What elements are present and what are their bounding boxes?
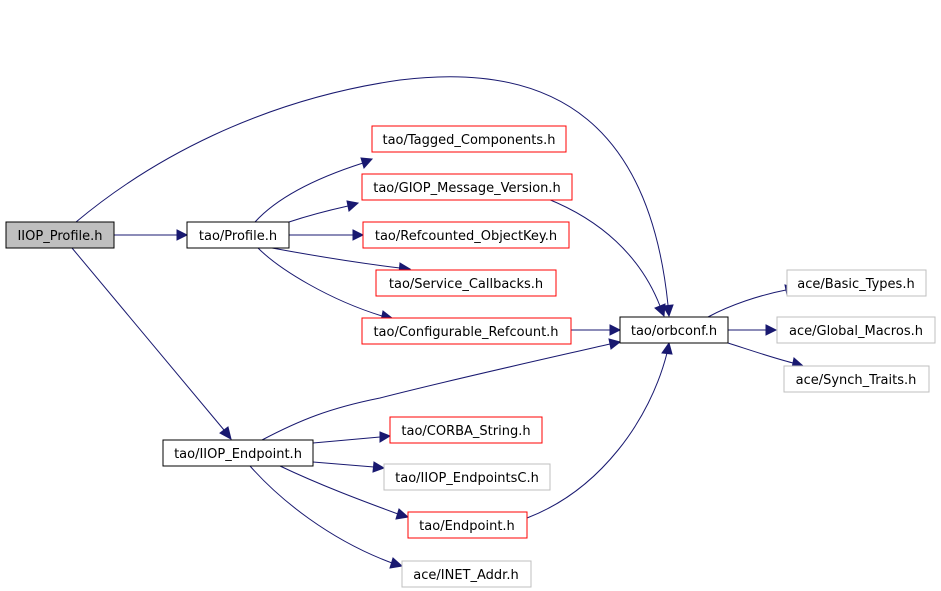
edge-iiop-profile-to-iiop-endpoint <box>71 247 232 440</box>
edge-profile-to-configurable-refcount <box>257 247 394 322</box>
node-global-macros[interactable]: ace/Global_Macros.h <box>776 316 936 344</box>
node-label: tao/orbconf.h <box>631 324 717 339</box>
edge-iiop-endpoint-to-corba-string <box>312 431 392 444</box>
node-label: tao/IIOP_Endpoint.h <box>174 447 302 462</box>
edge-iiop-endpoint-to-iiop-endpointsc <box>312 461 386 473</box>
node-label: tao/Service_Callbacks.h <box>389 277 543 292</box>
node-label: tao/CORBA_String.h <box>401 424 530 439</box>
node-label: tao/Configurable_Refcount.h <box>373 325 558 340</box>
node-basic-types[interactable]: ace/Basic_Types.h <box>786 269 927 297</box>
node-label: tao/GIOP_Message_Version.h <box>373 181 561 196</box>
node-profile[interactable]: tao/Profile.h <box>186 221 290 249</box>
node-corba-string[interactable]: tao/CORBA_String.h <box>389 416 543 444</box>
edge-configurable-refcount-to-orbconf <box>571 324 622 336</box>
edge-profile-to-giop-message-version <box>288 200 360 223</box>
edge-endpoint-to-orbconf <box>526 341 673 519</box>
node-label: ace/INET_Addr.h <box>413 568 518 583</box>
node-inet-addr[interactable]: ace/INET_Addr.h <box>401 560 532 588</box>
edge-profile-to-tagged-components <box>254 157 374 223</box>
node-label: tao/Refcounted_ObjectKey.h <box>375 229 557 244</box>
node-label: IIOP_Profile.h <box>17 229 102 244</box>
edge-profile-to-service-callbacks <box>271 247 412 274</box>
edge-giop-message-version-to-orbconf <box>547 198 666 318</box>
node-label: tao/IIOP_EndpointsC.h <box>395 471 539 486</box>
node-label: tao/Endpoint.h <box>419 519 515 534</box>
edge-orbconf-to-global-macros <box>728 324 778 336</box>
edge-iiop-endpoint-to-endpoint <box>279 465 410 520</box>
node-giop-message-version[interactable]: tao/GIOP_Message_Version.h <box>361 173 573 201</box>
edge-iiop-profile-to-orbconf <box>75 76 674 318</box>
node-label: ace/Global_Macros.h <box>789 324 923 339</box>
node-service-callbacks[interactable]: tao/Service_Callbacks.h <box>375 269 557 297</box>
edge-iiop-profile-to-profile <box>114 229 189 241</box>
edge-iiop-endpoint-to-orbconf <box>261 338 622 441</box>
node-refcounted-objectkey[interactable]: tao/Refcounted_ObjectKey.h <box>362 221 570 249</box>
edge-orbconf-to-basic-types <box>707 284 798 318</box>
node-label: ace/Basic_Types.h <box>797 277 914 292</box>
node-orbconf[interactable]: tao/orbconf.h <box>619 316 729 344</box>
edge-iiop-endpoint-to-inet-addr <box>249 465 404 569</box>
node-iiop-endpointsc[interactable]: tao/IIOP_EndpointsC.h <box>383 463 551 491</box>
node-label: tao/Profile.h <box>199 229 277 244</box>
node-endpoint[interactable]: tao/Endpoint.h <box>407 511 528 539</box>
node-iiop-profile[interactable]: IIOP_Profile.h <box>5 221 115 249</box>
node-synch-traits[interactable]: ace/Synch_Traits.h <box>783 365 930 393</box>
node-configurable-refcount[interactable]: tao/Configurable_Refcount.h <box>361 317 572 345</box>
node-label: tao/Tagged_Components.h <box>382 133 555 148</box>
node-label: ace/Synch_Traits.h <box>796 373 917 388</box>
node-iiop-endpoint[interactable]: tao/IIOP_Endpoint.h <box>162 439 314 467</box>
node-tagged-components[interactable]: tao/Tagged_Components.h <box>371 125 567 153</box>
edge-profile-to-refcounted-objectkey <box>289 229 365 241</box>
edge-orbconf-to-synch-traits <box>727 342 805 369</box>
